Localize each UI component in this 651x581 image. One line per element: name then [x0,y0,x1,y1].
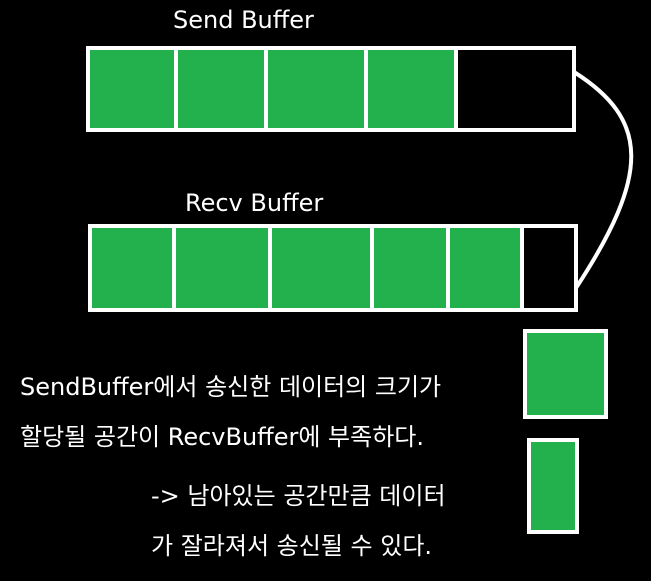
recv-buffer-cell-1 [88,224,176,312]
send-buffer-cell-2 [174,46,268,132]
overflow-block-large [523,329,608,419]
send-buffer-cell-1 [86,46,178,132]
overflow-block-small [527,438,579,534]
description-line-2: 할당될 공간이 RecvBuffer에 부족하다. [20,423,425,451]
description-line-3: -> 남아있는 공간만큼 데이터 [151,482,446,510]
send-buffer-cell-4 [364,46,458,132]
send-buffer-cell-3 [264,46,368,132]
send-buffer-cell-empty [454,46,576,132]
recv-buffer-cell-3 [268,224,374,312]
send-buffer-title: Send Buffer [173,6,314,34]
description-line-1: SendBuffer에서 송신한 데이터의 크기가 [20,373,442,401]
description-line-4: 가 잘라져서 송신될 수 있다. [151,532,433,560]
recv-buffer-cell-2 [172,224,272,312]
recv-buffer-cell-5 [446,224,524,312]
recv-buffer-cell-empty [520,224,578,312]
send-buffer [86,46,576,132]
connector-curve [572,70,634,290]
recv-buffer [88,224,578,312]
recv-buffer-cell-4 [370,224,450,312]
recv-buffer-title: Recv Buffer [185,189,324,217]
